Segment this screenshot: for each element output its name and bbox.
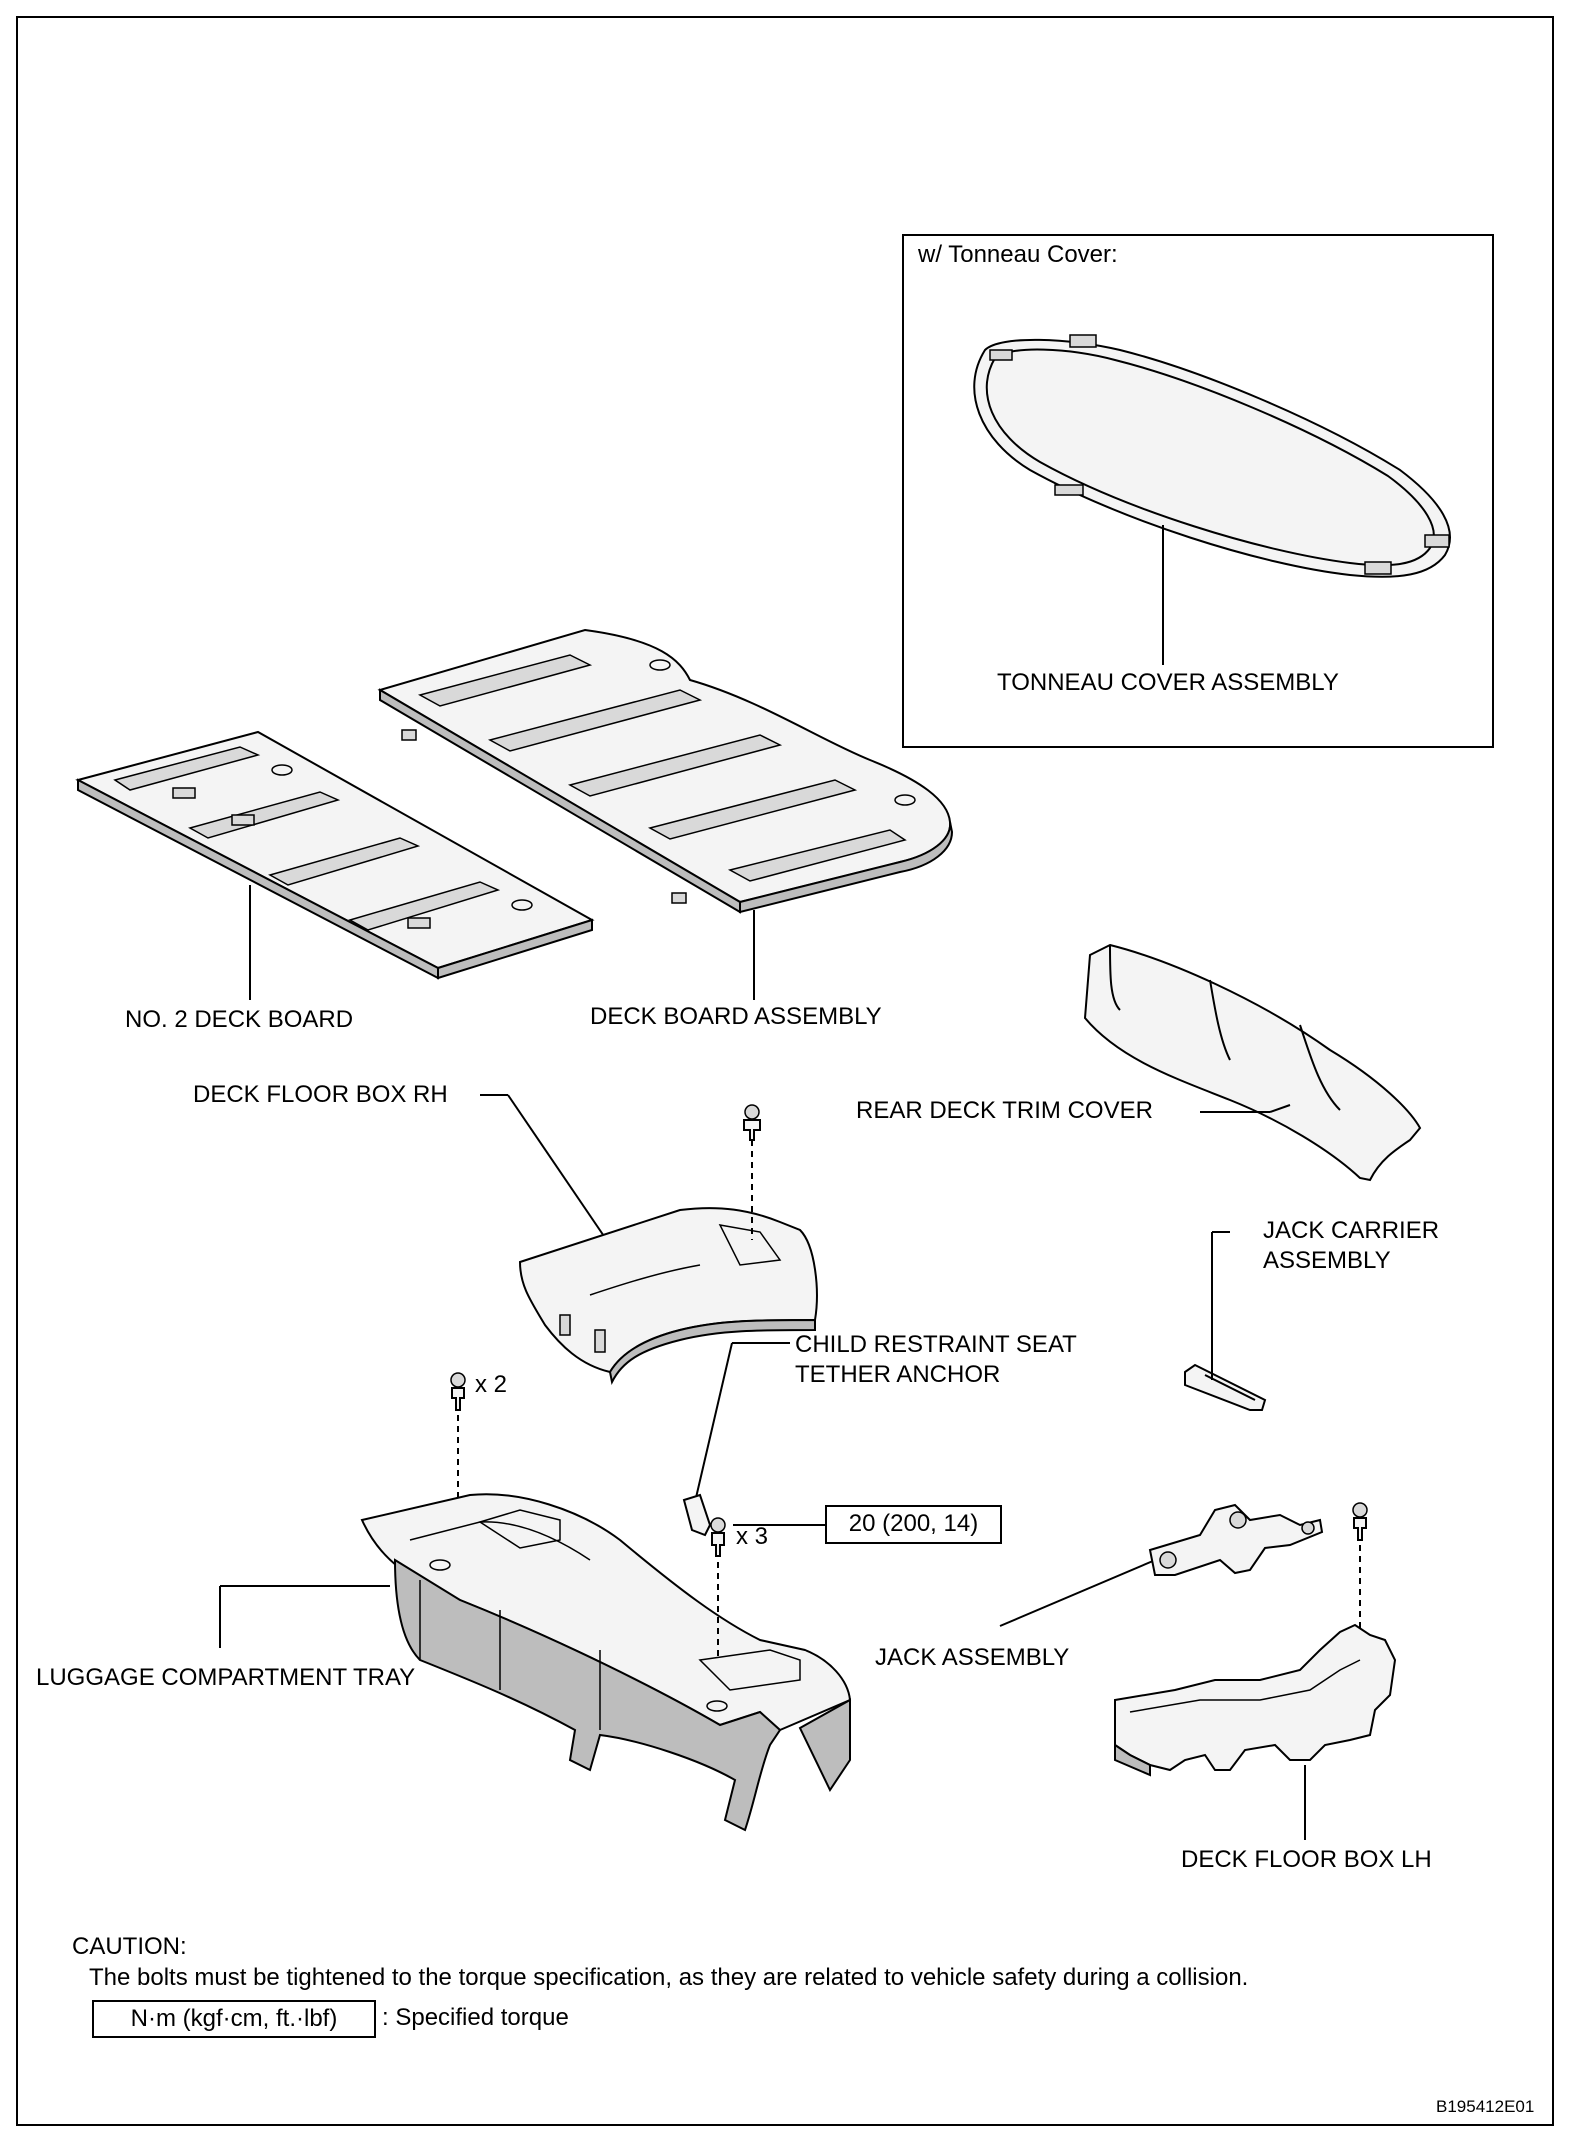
torque-spec-box: 20 (200, 14) [825,1505,1002,1544]
figure-id: B195412E01 [1436,2097,1535,2116]
luggage-tray-drawing [219,1493,852,1832]
caution-text: The bolts must be tightened to the torqu… [89,1964,1249,1991]
deck-floor-box-rh-drawing [480,1094,818,1386]
label-no2-deck-board: NO. 2 DECK BOARD [125,1006,354,1033]
rear-deck-trim-cover-drawing [1083,943,1422,1182]
label-rear-deck-trim-cover: REAR DECK TRIM COVER [856,1097,1153,1124]
jack-assembly-drawing [999,1502,1368,1640]
child-restraint-anchor-drawing [682,1342,825,1557]
label-jack-carrier-assembly: JACK CARRIER ASSEMBLY [1263,1217,1440,1274]
deck-board-assembly-drawing [377,628,954,1000]
diagram-frame [16,16,1554,2126]
label-bolt-count-x2: x 2 [475,1371,508,1398]
tonneau-cover-drawing [973,334,1451,665]
label-child-restraint-anchor: CHILD RESTRAINT SEAT TETHER ANCHOR [795,1331,1077,1388]
bolt-x2-drawing [450,1372,466,1520]
inset-title: w/ Tonneau Cover: [918,241,1118,268]
jack-carrier-assembly-drawing [1184,1231,1267,1411]
label-deck-floor-box-rh: DECK FLOOR BOX RH [193,1081,448,1108]
tonneau-inset [902,234,1494,748]
label-tonneau-cover-assembly: TONNEAU COVER ASSEMBLY [997,669,1339,696]
label-luggage-compartment-tray: LUGGAGE COMPARTMENT TRAY [36,1664,416,1691]
label-deck-floor-box-lh: DECK FLOOR BOX LH [1181,1846,1432,1873]
deck-floor-box-lh-drawing [1114,1623,1397,1840]
label-bolt-count-x3: x 3 [736,1523,769,1550]
torque-legend-box: N·m (kgf·cm, ft.·lbf) [92,2000,376,2038]
no2-deck-board-drawing [75,730,595,1000]
label-deck-board-assembly: DECK BOARD ASSEMBLY [590,1003,882,1030]
caution-heading: CAUTION: [72,1933,187,1960]
torque-legend-text: : Specified torque [382,2004,569,2031]
label-jack-assembly: JACK ASSEMBLY [875,1644,1070,1671]
